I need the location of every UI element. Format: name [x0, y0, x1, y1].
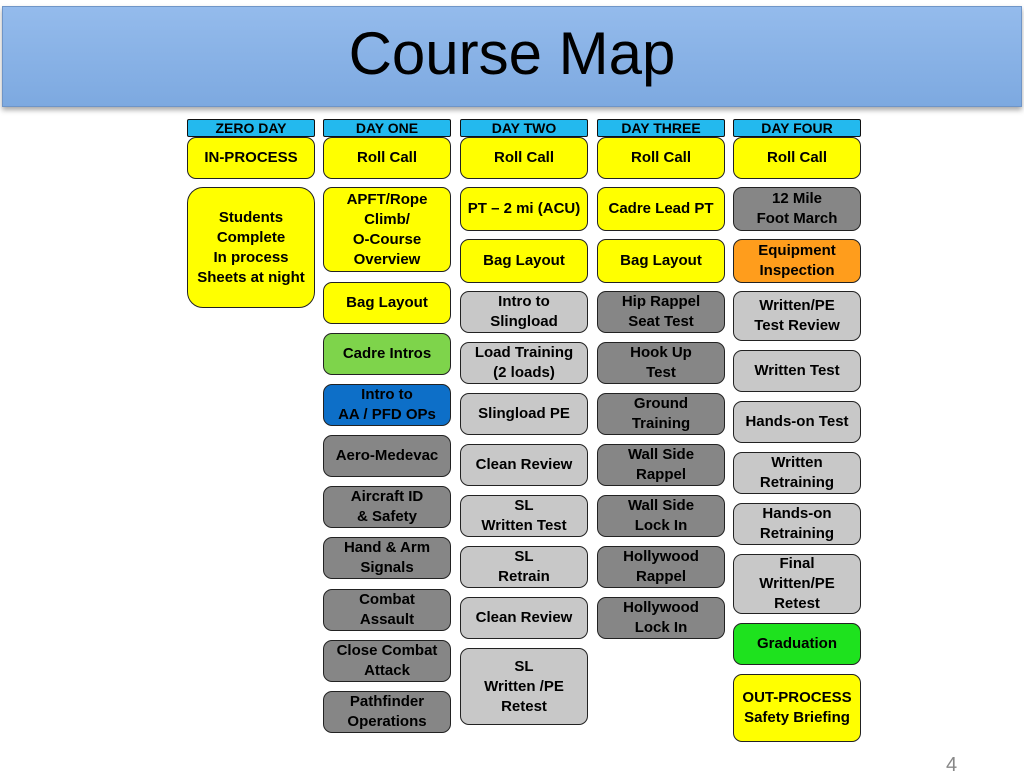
column-header: DAY TWO: [460, 119, 588, 137]
schedule-item: Aircraft ID & Safety: [323, 486, 451, 528]
schedule-item: Slingload PE: [460, 393, 588, 435]
schedule-item: Close Combat Attack: [323, 640, 451, 682]
schedule-item: Combat Assault: [323, 589, 451, 631]
schedule-item: Hands-on Test: [733, 401, 861, 443]
schedule-item: Cadre Intros: [323, 333, 451, 375]
schedule-item: Roll Call: [597, 137, 725, 179]
column-day-four: DAY FOUR Roll Call 12 Mile Foot March Eq…: [733, 0, 863, 768]
schedule-item: Hook Up Test: [597, 342, 725, 384]
schedule-item: Bag Layout: [323, 282, 451, 324]
schedule-item: Hip Rappel Seat Test: [597, 291, 725, 333]
schedule-item: Equipment Inspection: [733, 239, 861, 283]
column-day-three: DAY THREE Roll Call Cadre Lead PT Bag La…: [597, 0, 727, 768]
schedule-item: Written Test: [733, 350, 861, 392]
schedule-item: SL Written /PE Retest: [460, 648, 588, 725]
schedule-item: APFT/Rope Climb/ O-Course Overview: [323, 187, 451, 272]
schedule-item: Hollywood Lock In: [597, 597, 725, 639]
schedule-item: Clean Review: [460, 597, 588, 639]
schedule-item: 12 Mile Foot March: [733, 187, 861, 231]
column-header: ZERO DAY: [187, 119, 315, 137]
column-header: DAY THREE: [597, 119, 725, 137]
column-header: DAY FOUR: [733, 119, 861, 137]
schedule-item: Bag Layout: [460, 239, 588, 283]
schedule-item: Roll Call: [460, 137, 588, 179]
column-header: DAY ONE: [323, 119, 451, 137]
schedule-item: SL Written Test: [460, 495, 588, 537]
schedule-item: Bag Layout: [597, 239, 725, 283]
schedule-item: Wall Side Rappel: [597, 444, 725, 486]
schedule-item: Clean Review: [460, 444, 588, 486]
schedule-item: Graduation: [733, 623, 861, 665]
column-day-one: DAY ONE Roll Call APFT/Rope Climb/ O-Cou…: [323, 0, 453, 768]
schedule-item: Students Complete In process Sheets at n…: [187, 187, 315, 308]
schedule-item: Aero-Medevac: [323, 435, 451, 477]
page-number: 4: [946, 754, 958, 776]
schedule-item: Load Training (2 loads): [460, 342, 588, 384]
schedule-item: Roll Call: [323, 137, 451, 179]
schedule-item: Hand & Arm Signals: [323, 537, 451, 579]
schedule-item: Intro to AA / PFD OPs: [323, 384, 451, 426]
schedule-item: Intro to Slingload: [460, 291, 588, 333]
schedule-item: Hands-on Retraining: [733, 503, 861, 545]
schedule-item: Wall Side Lock In: [597, 495, 725, 537]
schedule-item: PT – 2 mi (ACU): [460, 187, 588, 231]
schedule-item: Pathfinder Operations: [323, 691, 451, 733]
schedule-item: Cadre Lead PT: [597, 187, 725, 231]
schedule-item: IN-PROCESS: [187, 137, 315, 179]
schedule-item: Hollywood Rappel: [597, 546, 725, 588]
schedule-item: SL Retrain: [460, 546, 588, 588]
schedule-item: Written Retraining: [733, 452, 861, 494]
schedule-item: OUT-PROCESS Safety Briefing: [733, 674, 861, 742]
schedule-item: Final Written/PE Retest: [733, 554, 861, 614]
column-day-two: DAY TWO Roll Call PT – 2 mi (ACU) Bag La…: [460, 0, 590, 768]
column-zero-day: ZERO DAY IN-PROCESS Students Complete In…: [187, 0, 317, 768]
schedule-item: Roll Call: [733, 137, 861, 179]
title-bar: Course Map: [2, 6, 1022, 107]
schedule-item: Ground Training: [597, 393, 725, 435]
schedule-item: Written/PE Test Review: [733, 291, 861, 341]
page-title: Course Map: [348, 20, 676, 87]
